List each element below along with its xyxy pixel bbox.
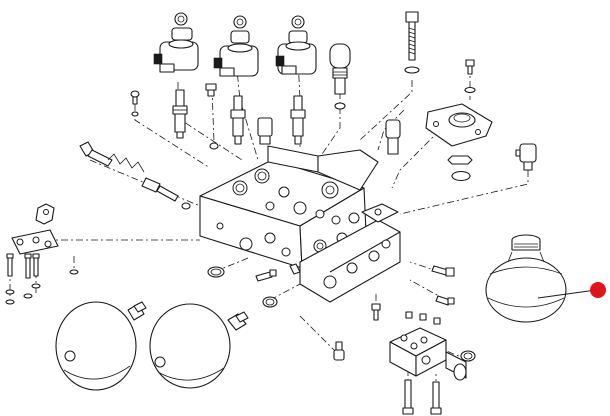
solenoid-coil-2 [213,15,259,77]
accumulator-right [485,234,567,323]
long-bolts-bottom [402,379,442,415]
check-valve [257,117,273,145]
small-fittings-top [130,83,346,150]
fasteners [255,263,455,361]
cover-plate [425,103,493,182]
valve-block [199,145,379,269]
sub-manifold [389,311,467,381]
relief-valve-right [385,119,401,155]
bolt-set-left [5,253,79,305]
solenoid-coil-3 [275,15,317,75]
small-screw-top [464,59,476,94]
spring-piston-assembly [79,141,191,210]
solenoid-coil-1 [153,12,199,73]
pressure-switch [329,43,351,95]
valve-cartridge-2 [230,95,246,145]
seals [207,266,476,362]
long-bolt [404,11,420,74]
mounting-bracket [11,203,59,255]
valve-cartridge-1 [172,89,188,139]
valve-block-lower [299,203,401,303]
accumulator-left [55,301,147,391]
accumulator-middle [149,303,249,389]
highlight-marker [537,282,606,299]
valve-cartridge-3 [290,95,306,145]
sensor-plug [515,143,537,171]
